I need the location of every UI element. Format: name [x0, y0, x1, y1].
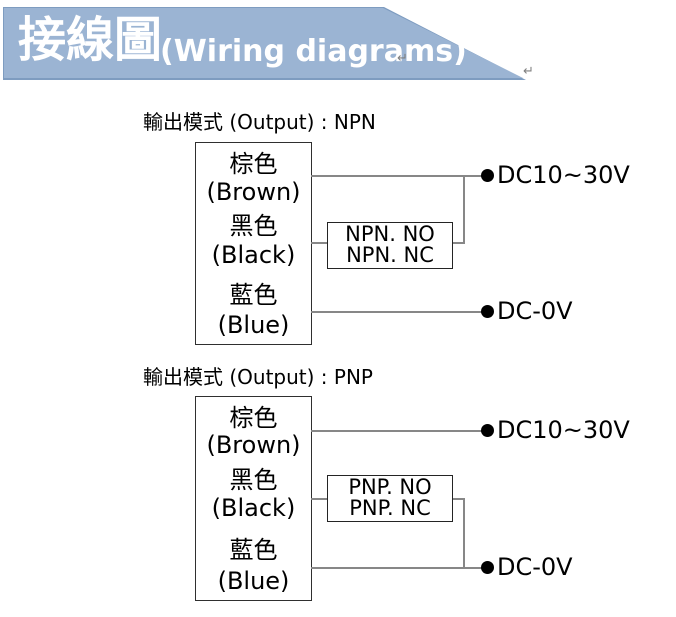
wire-branch-horizontal: [452, 498, 465, 500]
wire-blue: [311, 311, 488, 313]
terminal-black-zh: 黑色: [229, 466, 278, 494]
terminal-black-zh: 黑色: [229, 212, 278, 240]
wire-branch-vertical: [463, 175, 465, 244]
wire-brown: [311, 175, 488, 177]
terminal-blue-en: (Blue): [217, 311, 290, 339]
sensor-box: [195, 396, 312, 601]
wire-black: [311, 498, 327, 500]
terminal-blue-en: (Blue): [217, 567, 290, 595]
terminal-dot-negative: [481, 561, 494, 574]
paragraph-mark-icon: ↵: [397, 51, 408, 66]
diagram-title: 輸出模式 (Output) : NPN: [143, 110, 376, 134]
wire-black: [311, 242, 327, 244]
terminal-dot-negative: [481, 305, 494, 318]
supply-label-positive: DC10~30V: [497, 161, 630, 189]
terminal-blue-zh: 藍色: [229, 281, 278, 309]
wire-branch-vertical: [463, 498, 465, 569]
terminal-black-en: (Black): [211, 494, 296, 522]
output-mode-nc: NPN. NC: [346, 243, 434, 267]
output-mode-no: NPN. NO: [345, 222, 435, 246]
terminal-dot-positive: [481, 424, 494, 437]
diagram-title: 輸出模式 (Output) : PNP: [143, 365, 373, 389]
terminal-brown-en: (Brown): [206, 178, 301, 206]
terminal-blue-zh: 藍色: [229, 536, 278, 564]
wire-brown: [311, 430, 488, 432]
terminal-brown-en: (Brown): [206, 431, 301, 459]
supply-label-negative: DC-0V: [497, 553, 573, 581]
output-mode-nc: PNP. NC: [349, 496, 431, 520]
wire-blue: [311, 567, 488, 569]
terminal-dot-positive: [481, 169, 494, 182]
supply-label-negative: DC-0V: [497, 297, 573, 325]
terminal-brown-zh: 棕色: [229, 404, 278, 432]
terminal-brown-zh: 棕色: [229, 150, 278, 178]
paragraph-mark-icon: ↵: [523, 64, 534, 79]
output-mode-no: PNP. NO: [348, 475, 432, 499]
output-mode-box: NPN. NO NPN. NC: [327, 222, 453, 269]
page-title: 接線圖: [18, 12, 163, 68]
wire-branch-horizontal: [452, 242, 465, 244]
terminal-black-en: (Black): [211, 241, 296, 269]
output-mode-box: PNP. NO PNP. NC: [327, 475, 453, 522]
supply-label-positive: DC10~30V: [497, 416, 630, 444]
page-subtitle: (Wiring diagrams): [160, 34, 467, 69]
